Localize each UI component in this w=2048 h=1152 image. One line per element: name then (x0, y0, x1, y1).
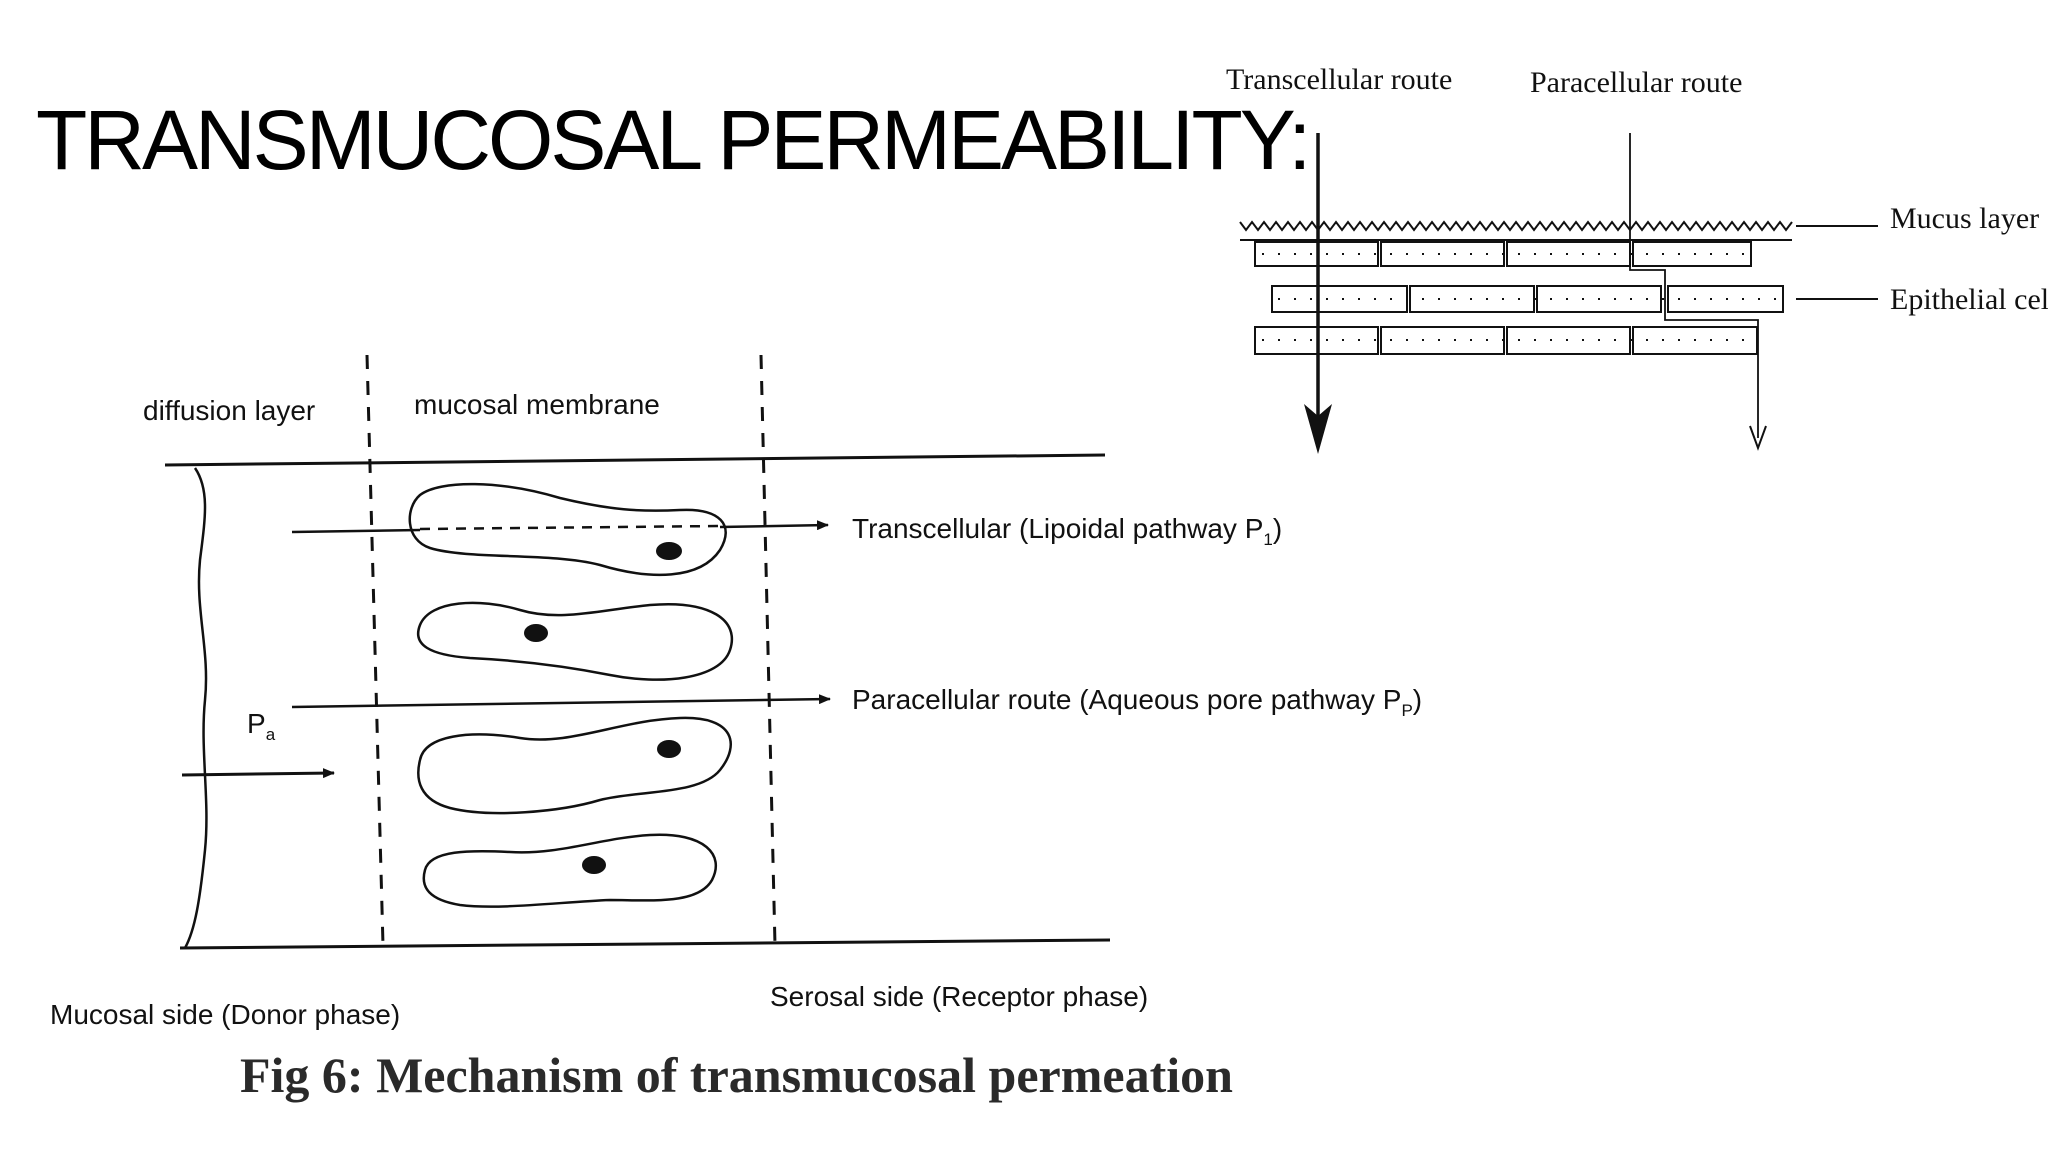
epithelial-cell-row (1271, 285, 1784, 313)
paracellular-arrow (291, 694, 831, 709)
inset-paracellular-label: Paracellular route (1530, 66, 1742, 99)
inset-transcellular-arrowhead (1304, 404, 1332, 454)
cell-nucleus (524, 624, 548, 642)
mucosal-membrane-separator (759, 354, 777, 946)
bottom-boundary-line (179, 938, 1111, 950)
mucus-layer-zigzag (1239, 220, 1793, 232)
cell-nucleus (657, 740, 681, 758)
inset-paracellular-arrowhead (1749, 425, 1767, 451)
diffusion-coefficient-sub: a (266, 725, 276, 744)
mucosal-membrane-label: mucosal membrane (414, 389, 660, 420)
paracellular-label-sub: P (1401, 701, 1412, 720)
paracellular-pathway-label: Paracellular route (Aqueous pore pathway… (852, 684, 1422, 720)
figure-caption: Fig 6: Mechanism of transmucosal permeat… (240, 1047, 1233, 1103)
diffusion-coefficient-label: Pa (247, 708, 276, 744)
mucus-layer-label: Mucus layer (1890, 202, 2039, 235)
transcellular-arrow-out (719, 520, 829, 531)
epithelial-cell-label: Epithelial cell (1890, 283, 2048, 316)
transcellular-dashed-path (419, 524, 721, 531)
transcellular-label-sub: 1 (1263, 530, 1272, 549)
inset-diagram: Transcellular route Paracellular route (1226, 63, 2048, 454)
epithelial-cell-row (1254, 326, 1758, 355)
paracellular-label-main: Paracellular route (Aqueous pore pathway… (852, 684, 1401, 715)
epithelial-cell (417, 601, 733, 681)
cell-nucleus (656, 542, 682, 560)
diffusion-layer-label: diffusion layer (143, 395, 315, 426)
mucosal-side-label: Mucosal side (Donor phase) (50, 999, 400, 1030)
transcellular-pathway-label: Transcellular (Lipoidal pathway P1) (852, 513, 1282, 549)
epithelial-cell (417, 716, 732, 815)
top-boundary-line (164, 453, 1106, 467)
cell-nucleus (582, 856, 606, 874)
epithelial-cell (422, 833, 718, 908)
transcellular-label-main: Transcellular (Lipoidal pathway P (852, 513, 1263, 544)
inset-paracellular-path (1629, 133, 1759, 438)
transcellular-arrow-in (291, 528, 421, 534)
inset-transcellular-label: Transcellular route (1226, 63, 1452, 96)
diffusion-coefficient-symbol: P (247, 708, 266, 739)
wavy-mucosal-edge (183, 467, 208, 949)
diffusion-arrow (181, 768, 335, 779)
paracellular-label-close: ) (1413, 684, 1422, 715)
epithelial-cell (408, 482, 727, 577)
diffusion-layer-separator (365, 354, 385, 946)
serosal-side-label: Serosal side (Receptor phase) (770, 981, 1148, 1012)
cell-dots (1262, 253, 1780, 341)
main-diagram: diffusion layer mucosal membrane Transce… (50, 354, 1422, 1030)
slide-title: TRANSMUCOSAL PERMEABILITY: (36, 93, 1312, 187)
transcellular-label-close: ) (1273, 513, 1282, 544)
